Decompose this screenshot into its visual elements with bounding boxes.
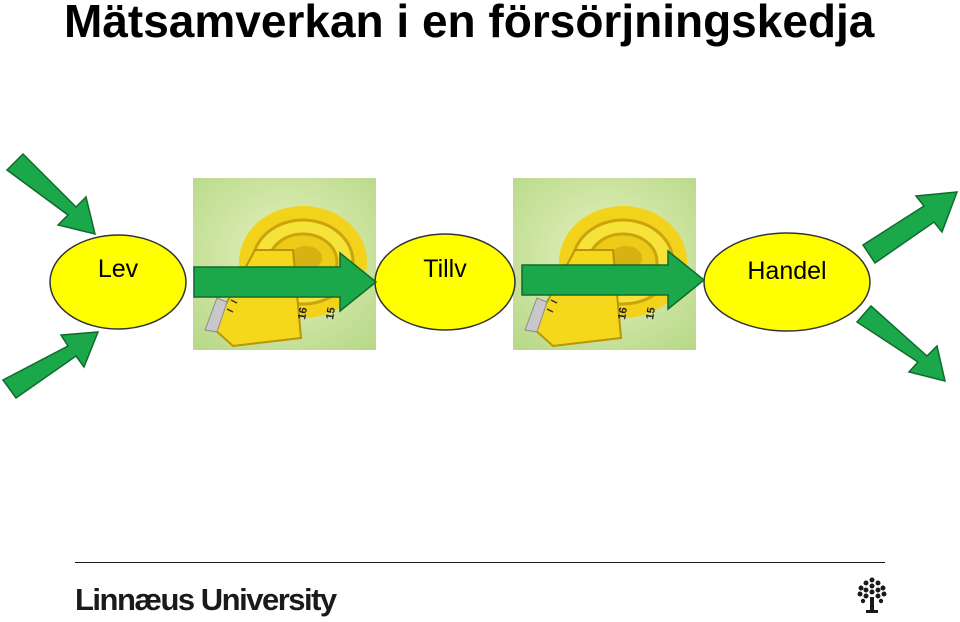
flow-arrow-tillv-to-handel <box>521 249 706 311</box>
node-label: Tillv <box>423 255 467 283</box>
page-title: Mätsamverkan i en försörjningskedja <box>64 0 875 47</box>
university-logo-text: Linnæus University <box>75 582 337 617</box>
incoming-arrow-bottom <box>1 331 100 400</box>
svg-text:16: 16 <box>296 306 310 320</box>
node-tillv: Tillv <box>374 233 516 331</box>
outgoing-arrow-bottom <box>855 304 947 383</box>
flow-arrow-lev-to-tillv <box>193 251 378 313</box>
svg-text:16: 16 <box>616 306 630 320</box>
node-label: Lev <box>98 255 139 283</box>
incoming-arrow-top <box>5 152 97 236</box>
node-label: Handel <box>747 257 826 285</box>
node-handel: Handel <box>703 232 871 332</box>
footer-divider <box>75 562 885 563</box>
outgoing-arrow-top <box>861 191 959 265</box>
node-lev: Lev <box>49 234 187 330</box>
tree-icon <box>857 577 887 613</box>
svg-text:15: 15 <box>324 306 338 320</box>
svg-text:15: 15 <box>644 306 658 320</box>
